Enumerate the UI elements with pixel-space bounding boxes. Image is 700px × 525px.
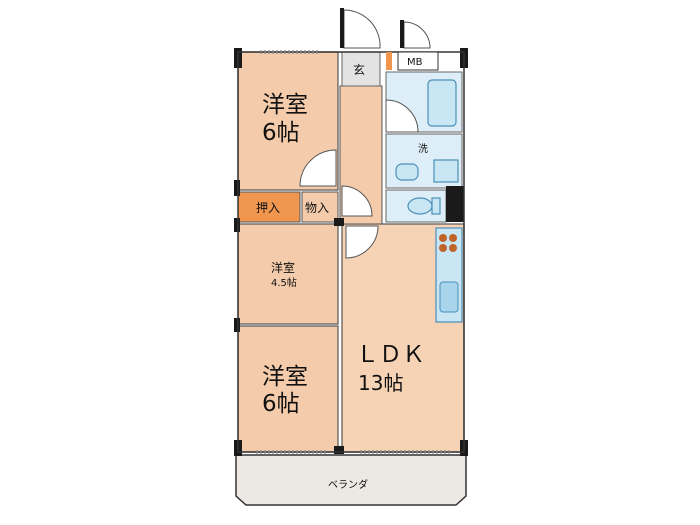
bathtub [427,79,457,127]
toilet-bowl [407,197,433,215]
ldk-size: 13帖 [358,371,403,395]
stove-burner-1 [439,234,447,242]
kitchen-sink [439,281,459,313]
washing-machine [433,159,459,183]
toilet-tank [431,197,441,215]
mb-label: MB [407,57,423,68]
room-west-mid-name: 洋室 [271,260,295,275]
genkan-label: 玄 [353,62,365,77]
genkan-entrance [341,51,381,87]
door-ldk [345,225,379,259]
room-west-bottom-name: 洋室 [262,364,308,390]
monoire-closet [301,191,339,223]
oshiire-label: 押入 [256,201,280,215]
room-west-mid-size: 4.5帖 [271,276,297,289]
mb-door [403,21,431,49]
entrance-door [343,9,381,49]
wall-mid-left-2 [234,218,240,232]
wall-center-bottom [334,446,344,454]
monoire-label: 物入 [305,201,329,215]
veranda-label: ベランダ [328,478,368,491]
outer-frame [237,51,465,453]
wall-center [334,218,344,226]
door-bath [385,99,419,133]
door-west-top [299,149,337,187]
wall-mid-left-3 [234,318,240,332]
wash-basin [395,163,419,181]
ldk-name: ＬＤＫ [356,342,425,368]
stove-burner-4 [449,244,457,252]
wall-right-mid [446,186,464,222]
door-frame-1 [340,8,344,48]
mb-accent [386,52,392,70]
door-frame-2 [400,20,404,48]
room-west-top-name: 洋室 [262,92,308,118]
room-west-mid [237,223,339,325]
room-west-bottom-size: 6帖 [262,391,300,417]
stove-burner-2 [449,234,457,242]
door-hall [341,185,373,217]
room-west-top-size: 6帖 [262,120,300,146]
mb-box [397,51,439,71]
stove-burner-3 [439,244,447,252]
wash-label: 洗 [418,143,428,155]
wall-mid-left [234,180,240,196]
